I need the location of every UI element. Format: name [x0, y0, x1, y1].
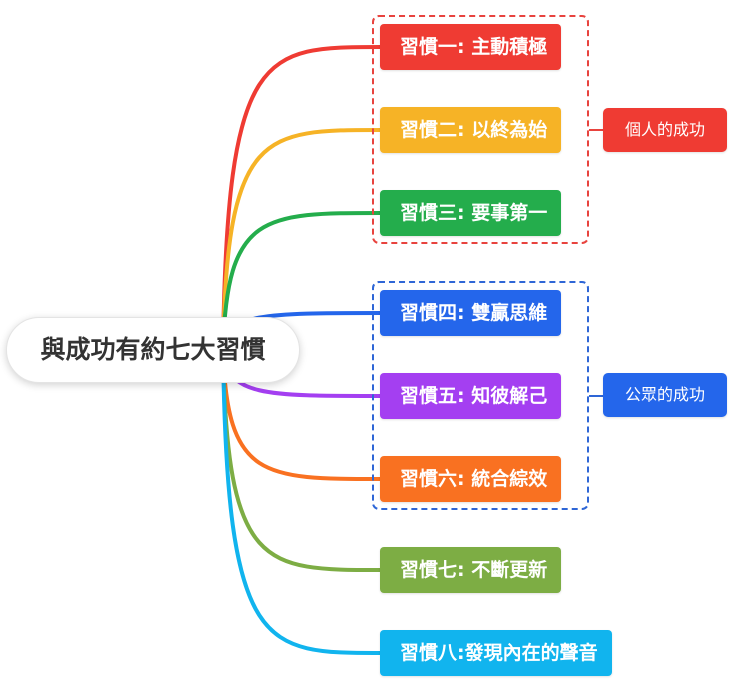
- habit-node-1[interactable]: 習慣一: 主動積極: [380, 24, 562, 70]
- habit-node-6[interactable]: 習慣六: 統合綜效: [380, 456, 562, 502]
- connector-lines: [221, 45, 383, 655]
- connector-habit-2: [221, 128, 383, 352]
- group-box-personal-success: [372, 15, 589, 244]
- habit-node-8[interactable]: 習慣八:發現內在的聲音: [380, 630, 612, 676]
- habit-node-3[interactable]: 習慣三: 要事第一: [380, 190, 562, 236]
- habit-node-5[interactable]: 習慣五: 知彼解己: [380, 373, 562, 419]
- habit-node-2[interactable]: 習慣二: 以終為始: [380, 107, 562, 153]
- group-label-public-success[interactable]: 公眾的成功: [603, 373, 727, 417]
- root-topic-node[interactable]: 與成功有約七大習慣: [6, 317, 300, 383]
- group-label-personal-success[interactable]: 個人的成功: [603, 108, 727, 152]
- group-box-public-success: [372, 281, 589, 510]
- habit-node-4[interactable]: 習慣四: 雙贏思維: [380, 290, 562, 336]
- group-link-lines: [589, 129, 603, 397]
- connector-habit-7: [221, 348, 383, 572]
- connector-habit-8: [221, 348, 383, 655]
- connector-habit-1: [221, 45, 383, 352]
- habit-node-7[interactable]: 習慣七: 不斷更新: [380, 547, 562, 593]
- connector-habit-3: [221, 211, 383, 352]
